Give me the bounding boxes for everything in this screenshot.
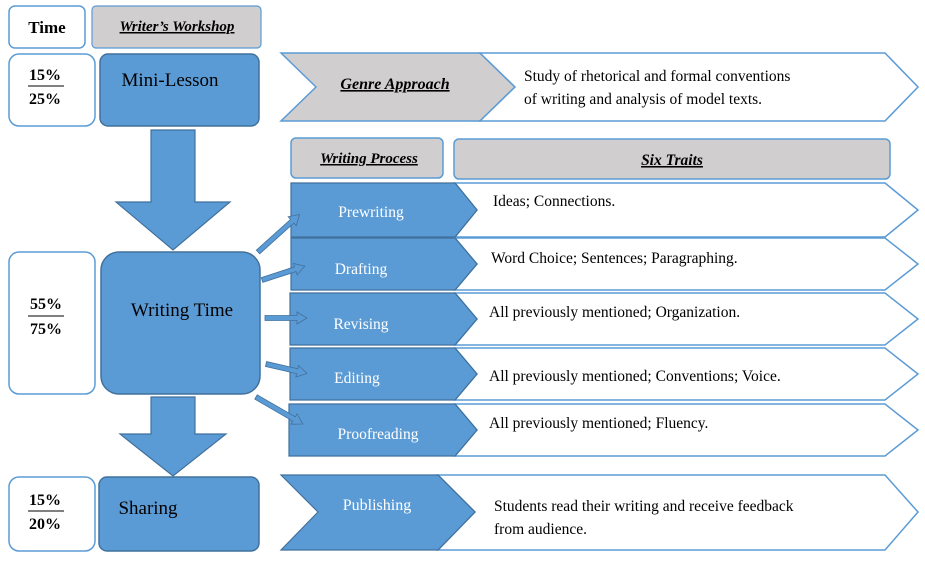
publishing-label: Publishing [343, 497, 411, 514]
publishing-description-line1: Students read their writing and receive … [494, 498, 794, 515]
down-arrow-icon [118, 396, 228, 477]
genre-description-line2: of writing and analysis of model texts. [524, 91, 762, 108]
process-step-label: Revising [333, 316, 388, 333]
mini-lesson-label: Mini-Lesson [121, 70, 219, 91]
process-step-chevron [290, 237, 478, 291]
sharing-box: Sharing [98, 476, 260, 552]
trait-text: Ideas; Connections. [493, 193, 615, 210]
time-header: Time [8, 5, 86, 49]
sharing-label: Sharing [118, 498, 178, 519]
mini-lesson-box: Mini-Lesson [99, 53, 260, 127]
arrow-right-icon [264, 361, 308, 378]
writing-process-header: Writing Process [290, 137, 444, 179]
time-box-writing-time: 55% 75% [8, 251, 96, 395]
time-bottom: 20% [29, 516, 61, 533]
time-top: 15% [29, 67, 61, 84]
writers-workshop-label: Writer’s Workshop [120, 19, 235, 35]
trait-text: All previously mentioned; Conventions; V… [489, 368, 781, 385]
time-top: 55% [30, 296, 62, 313]
process-step-label: Editing [334, 370, 380, 387]
time-box-sharing: 15% 20% [8, 476, 96, 552]
process-step-label: Proofreading [338, 426, 419, 443]
trait-text: All previously mentioned; Fluency. [489, 415, 708, 432]
trait-text: Word Choice; Sentences; Paragraphing. [491, 250, 738, 267]
genre-approach-label: Genre Approach [340, 76, 449, 93]
publishing-description-line2: from audience. [494, 521, 587, 538]
arrow-right-icon [264, 311, 308, 325]
genre-description-line1: Study of rhetorical and formal conventio… [524, 68, 790, 85]
writing-time-label: Writing Time [131, 300, 233, 321]
process-step-chevron [289, 292, 478, 346]
six-traits-label: Six Traits [641, 152, 703, 169]
trait-text: All previously mentioned; Organization. [489, 304, 740, 321]
process-step-chevron [288, 403, 478, 457]
process-step-label: Drafting [335, 261, 388, 278]
arrow-right-icon [254, 394, 304, 425]
arrow-right-icon [260, 262, 306, 283]
time-top: 15% [29, 492, 61, 509]
genre-description-box [478, 52, 920, 122]
arrow-right-icon [255, 214, 301, 255]
time-bottom: 75% [30, 321, 62, 338]
process-step-chevron [290, 182, 478, 238]
writing-time-box: Writing Time [100, 251, 261, 395]
six-traits-header: Six Traits [453, 138, 891, 180]
trait-box [453, 182, 920, 238]
publishing-chevron [279, 474, 476, 551]
process-step-chevron [289, 347, 478, 401]
time-header-label: Time [28, 18, 66, 37]
time-bottom: 25% [29, 91, 61, 108]
writing-process-label: Writing Process [320, 151, 418, 167]
writers-workshop-header: Writer’s Workshop [91, 5, 262, 49]
down-arrow-icon [114, 129, 232, 251]
process-step-label: Prewriting [338, 204, 404, 221]
time-box-mini-lesson: 15% 25% [8, 53, 96, 127]
connector-arrows [254, 214, 308, 425]
